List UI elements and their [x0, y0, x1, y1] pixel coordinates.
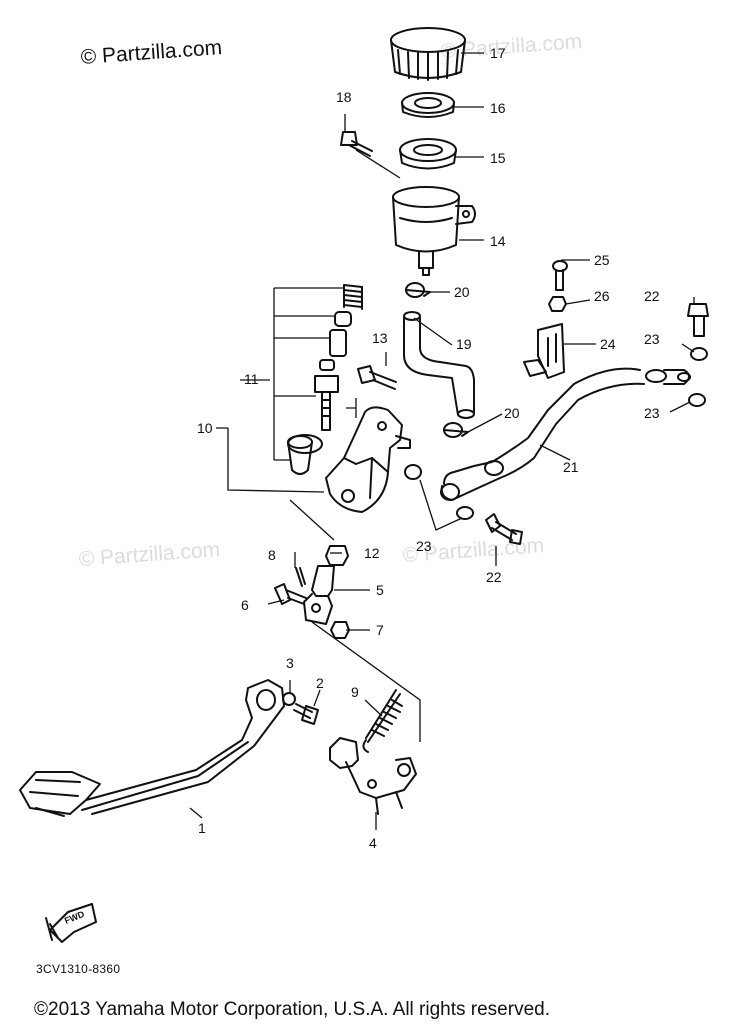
brake-hose	[440, 367, 691, 501]
push-rod	[314, 375, 339, 431]
clevis	[303, 565, 335, 625]
fwd-label: FWD	[63, 909, 86, 926]
fwd-arrow-icon	[45, 903, 97, 943]
dust-boot	[287, 435, 313, 475]
callout-17: 17	[490, 45, 506, 61]
callout-14: 14	[490, 233, 506, 249]
copper-washer-lower	[404, 464, 422, 480]
leader-lines	[189, 52, 695, 830]
callout-25: 25	[594, 252, 610, 268]
callout-21: 21	[563, 459, 579, 475]
callout-26: 26	[594, 288, 610, 304]
callout-6: 6	[241, 597, 249, 613]
callout-3: 3	[286, 655, 294, 671]
callout-13: 13	[372, 330, 388, 346]
copper-washer-upper-b	[688, 393, 706, 407]
piston-cup	[334, 311, 352, 327]
guide-nut	[548, 296, 567, 312]
callout-9: 9	[351, 684, 359, 700]
callout-23-upper: 23	[644, 331, 660, 347]
pedal-washer	[282, 692, 296, 706]
callout-numbers: 1 2 3 4 5 6 7 8 9 10 11 12 13 14 15 16 1…	[63, 45, 660, 926]
clevis-pin	[274, 583, 307, 605]
callout-8: 8	[268, 547, 276, 563]
reservoir-hose	[403, 311, 475, 419]
master-cylinder-body	[325, 406, 411, 513]
piston-spring	[343, 284, 363, 310]
callout-23-right: 23	[644, 405, 660, 421]
diaphragm-plate	[401, 92, 455, 118]
pedal-arm	[329, 737, 417, 815]
callout-4: 4	[369, 835, 377, 851]
callout-20-lower: 20	[504, 405, 520, 421]
piston	[329, 329, 347, 357]
callout-1: 1	[198, 820, 206, 836]
banjo-bolt-upper	[687, 303, 709, 337]
pedal-bolt	[293, 703, 319, 725]
boot-ring	[287, 434, 323, 454]
callout-24: 24	[600, 336, 616, 352]
guide-screw	[552, 260, 568, 291]
cotter-pin	[295, 567, 306, 587]
reservoir-cap	[390, 27, 466, 81]
hose-guide	[523, 323, 565, 379]
banjo-bolt-lower	[485, 513, 523, 545]
callout-22-upper: 22	[644, 288, 660, 304]
callout-19: 19	[456, 336, 472, 352]
diaphragm	[399, 138, 457, 170]
cylinder-nut	[325, 545, 349, 566]
master-cylinder-bolt	[357, 365, 397, 390]
callout-11: 11	[244, 371, 259, 387]
callout-2: 2	[316, 675, 324, 691]
callout-15: 15	[490, 150, 506, 166]
piston-seal	[319, 359, 335, 371]
diagram-code: 3CV1310-8360	[36, 962, 121, 976]
callout-18: 18	[336, 89, 352, 105]
reservoir-body	[392, 186, 476, 276]
hose-clip-upper	[405, 282, 431, 298]
callout-22-lower: 22	[486, 569, 502, 585]
callout-12: 12	[364, 545, 380, 561]
callout-20-upper: 20	[454, 284, 470, 300]
clevis-nut	[330, 621, 350, 639]
hose-clip-lower	[443, 422, 469, 438]
callout-23-lower: 23	[416, 538, 432, 554]
reservoir-screw	[340, 131, 373, 157]
return-spring	[362, 689, 403, 753]
callout-7: 7	[376, 622, 384, 638]
callout-10: 10	[197, 420, 213, 436]
brake-pedal	[19, 679, 285, 817]
callout-16: 16	[490, 100, 506, 116]
callout-5: 5	[376, 582, 384, 598]
copyright-notice: ©2013 Yamaha Motor Corporation, U.S.A. A…	[34, 999, 550, 1020]
copper-washer-mid	[456, 506, 474, 520]
copper-washer-upper-a	[690, 347, 708, 361]
